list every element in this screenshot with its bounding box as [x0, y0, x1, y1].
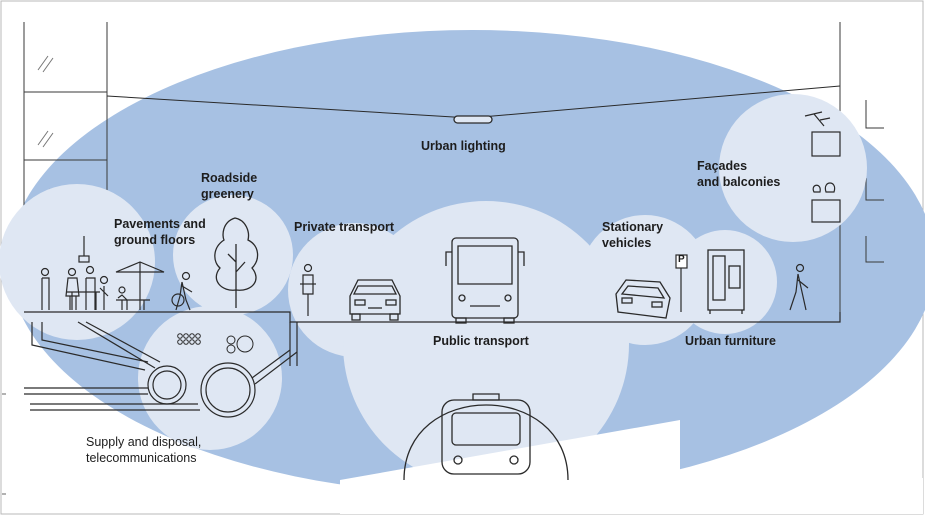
bubble-greenery [173, 195, 293, 315]
street-lamp-icon [453, 115, 493, 124]
parking-sign-icon [675, 254, 688, 312]
bubble-facades [719, 94, 867, 242]
cyclist-icon [300, 263, 316, 316]
tram-icon [403, 393, 569, 481]
bubble-pavements [0, 184, 155, 340]
pipe-icon [24, 321, 298, 418]
parked-car-icon [615, 279, 671, 319]
label-public-transport: Public transport [433, 334, 529, 348]
ground-block [340, 420, 923, 514]
car-icon [349, 279, 401, 321]
bubble-stationary-vehicles [580, 215, 710, 345]
kiosk-icon [707, 249, 745, 314]
label-urban-furniture: Urban furniture [685, 334, 776, 348]
label-urban-lighting: Urban lighting [421, 139, 506, 153]
cable-bundle-icon [177, 333, 254, 354]
cafe-umbrella-icon [115, 261, 165, 310]
plant-pot-icon [804, 111, 841, 223]
label-supply: Supply and disposal,telecommunications [86, 435, 202, 465]
label-private-transport: Private transport [294, 220, 395, 234]
pedestrian-icon [40, 236, 809, 311]
tree-icon [214, 217, 259, 308]
margin-ticks [2, 393, 6, 495]
parking-sign-label: P [678, 254, 685, 265]
bubble-public-transport [343, 201, 629, 487]
street-ground [24, 311, 841, 366]
bus-icon [445, 237, 525, 324]
